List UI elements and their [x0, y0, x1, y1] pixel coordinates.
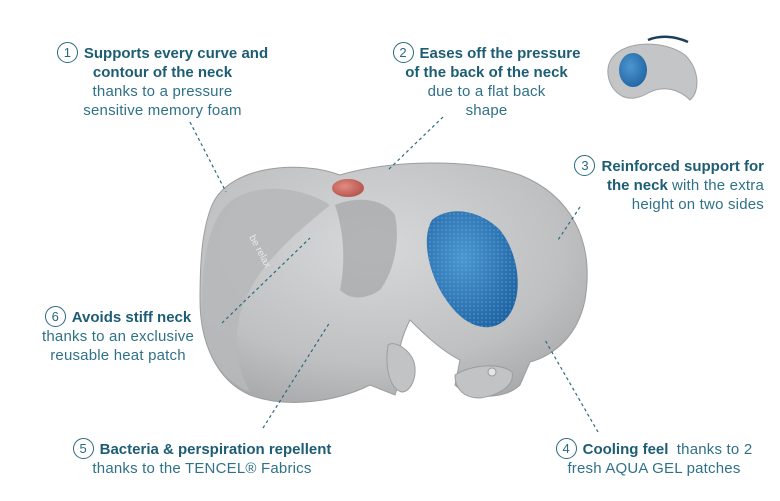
callout-3-sub-line1: with the extra: [671, 177, 764, 194]
leader-lines: [189, 116, 599, 433]
callout-2-number: 2: [392, 42, 414, 63]
callout-1-title-line1: Supports every curve and: [83, 45, 269, 62]
callout-3: 3 Reinforced support for the neck with th…: [540, 155, 764, 214]
callout-6-sub-line1: thanks to an exclusive: [42, 328, 194, 345]
callout-2-title-line2: of the back of the neck: [405, 64, 568, 81]
callout-3-title-line2: the neck: [606, 177, 668, 194]
callout-5-number: 5: [72, 438, 94, 459]
callout-4-sub-line2: fresh AQUA GEL patches: [567, 460, 741, 477]
callout-4-number: 4: [555, 438, 577, 459]
callout-6: 6 Avoids stiff neck thanks to an exclusiv…: [18, 306, 218, 365]
callout-2-sub-line1: due to a flat back: [427, 83, 546, 100]
callout-5-title-line1: Bacteria & perspiration repellent: [99, 441, 332, 458]
inset-pillow: [607, 35, 698, 101]
callout-6-number: 6: [44, 306, 66, 327]
callout-1-title-line2: contour of the neck: [92, 64, 233, 81]
callout-4-sub-line1: thanks to 2: [676, 441, 753, 458]
callout-3-sub-line2: height on two sides: [631, 196, 764, 213]
snap-tab-right: [454, 365, 513, 399]
callout-2: 2 Eases off the pressure of the back of t…: [374, 42, 599, 120]
callout-2-sub-line2: shape: [465, 102, 508, 119]
callout-2-title-line1: Eases off the pressure: [419, 45, 581, 62]
callout-5-sub-line1: thanks to the TENCEL® Fabrics: [92, 460, 312, 477]
callout-1: 1 Supports every curve and contour of the…: [30, 42, 295, 120]
pillow-left-wing: [201, 188, 330, 392]
callout-3-number: 3: [574, 155, 596, 176]
callout-1-sub-line1: thanks to a pressure: [92, 83, 233, 100]
callout-3-title-line1: Reinforced support for: [601, 158, 764, 175]
pillow-inner-shadow: [335, 199, 397, 298]
callout-6-sub-line2: reusable heat patch: [50, 347, 186, 364]
callout-5: 5 Bacteria & perspiration repellent thank…: [52, 438, 352, 478]
callout-4: 4 Cooling feel thanks to 2 fresh AQUA GEL…: [538, 438, 770, 478]
callout-1-sub-line2: sensitive memory foam: [83, 102, 242, 119]
callout-6-title-line1: Avoids stiff neck: [71, 309, 192, 326]
snap-tab-left: [386, 343, 416, 393]
callout-1-number: 1: [56, 42, 78, 63]
heat-patch: [332, 179, 364, 197]
callout-4-title-line1: Cooling feel: [582, 441, 669, 458]
